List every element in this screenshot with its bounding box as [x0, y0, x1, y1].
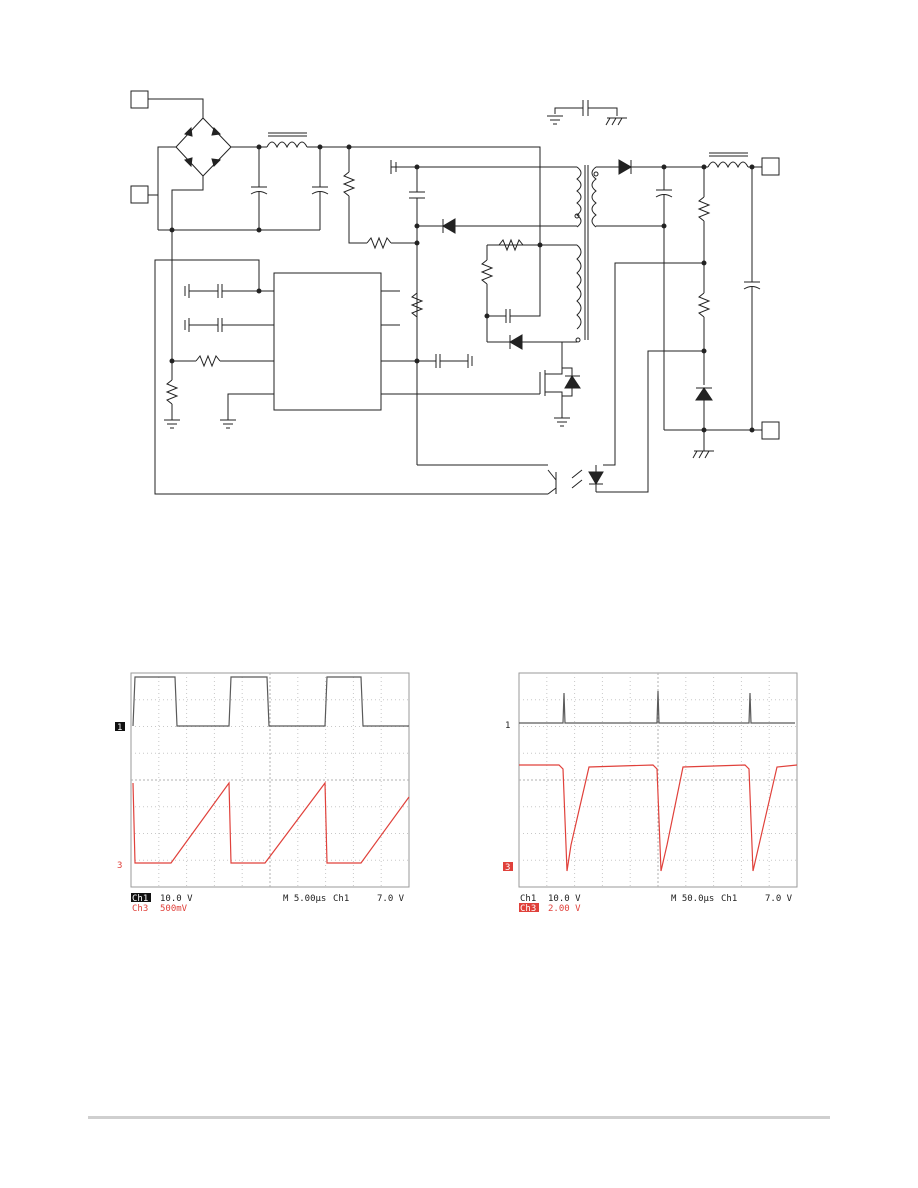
output-filter-capacitor: [743, 167, 761, 430]
bridge-rectifier: [175, 117, 232, 177]
ac-input-terminal-top: [130, 90, 149, 109]
ch3-trace: [519, 764, 798, 872]
input-choke: [266, 132, 308, 149]
timebase: M 50.0µs: [671, 894, 714, 904]
ch1-label: Ch1: [132, 894, 148, 904]
ch1-label: Ch1: [520, 894, 536, 904]
secondary-ground-symbol: [692, 440, 714, 459]
ch3-marker: 3: [505, 863, 510, 873]
scope-graticule: [518, 672, 798, 888]
ch3-scale: 500mV: [160, 904, 188, 914]
power-mosfet: [381, 342, 581, 410]
input-capacitor-2: [311, 147, 329, 230]
transformer: [574, 165, 599, 343]
trigger-source: Ch1: [333, 894, 349, 904]
oscilloscope-capture-right: 1 3 Ch1 10.0 V Ch3 2.00 V M 50.0µs Ch1 7…: [503, 665, 801, 917]
oscilloscope-capture-left: 1 3 Ch1 10.0 V Ch3 500mV M 5.00µs Ch1 7.…: [115, 665, 413, 917]
ch3-scale: 2.00 V: [548, 904, 581, 914]
ac-input-terminal-bottom: [130, 185, 149, 204]
clamp-diode: [442, 218, 456, 234]
line-sense-resistor: [172, 354, 274, 368]
y-capacitor: [547, 100, 627, 126]
vcc-capacitor: [409, 167, 425, 226]
ch1-scale: 10.0 V: [160, 894, 193, 904]
output-rectifier-diode: [618, 159, 632, 175]
ch1-trace: [132, 676, 409, 727]
ch3-label: Ch3: [132, 904, 148, 914]
aux-snubber-resistor: [498, 238, 524, 252]
timebase: M 5.00µs: [283, 894, 326, 904]
aux-diode: [509, 334, 523, 350]
pwm-controller-ic: [273, 272, 382, 411]
ch1-scale: 10.0 V: [548, 894, 581, 904]
startup-resistor: [342, 147, 417, 250]
page-footer-rule: [88, 1116, 830, 1119]
trigger-source: Ch1: [721, 894, 737, 904]
ch1-marker: 1: [117, 723, 122, 733]
shunt-regulator: [695, 387, 713, 401]
output-choke: [707, 152, 749, 169]
trigger-level: 7.0 V: [765, 894, 793, 904]
ch3-marker: 3: [117, 861, 122, 871]
input-capacitor-1: [250, 147, 268, 230]
dc-output-terminal-negative: [761, 421, 780, 440]
ch3-label: Ch3: [520, 904, 536, 914]
vcc-divider-resistor: [410, 292, 424, 318]
trigger-level: 7.0 V: [377, 894, 405, 904]
flyback-converter-schematic: [130, 90, 780, 495]
output-capacitor: [655, 167, 673, 430]
dc-output-terminal-positive: [761, 157, 780, 176]
ch1-trace: [519, 690, 795, 724]
optocoupler: [547, 465, 604, 495]
ch3-trace: [132, 781, 410, 864]
ch1-marker: 1: [505, 721, 510, 731]
scope-graticule: [130, 672, 410, 888]
